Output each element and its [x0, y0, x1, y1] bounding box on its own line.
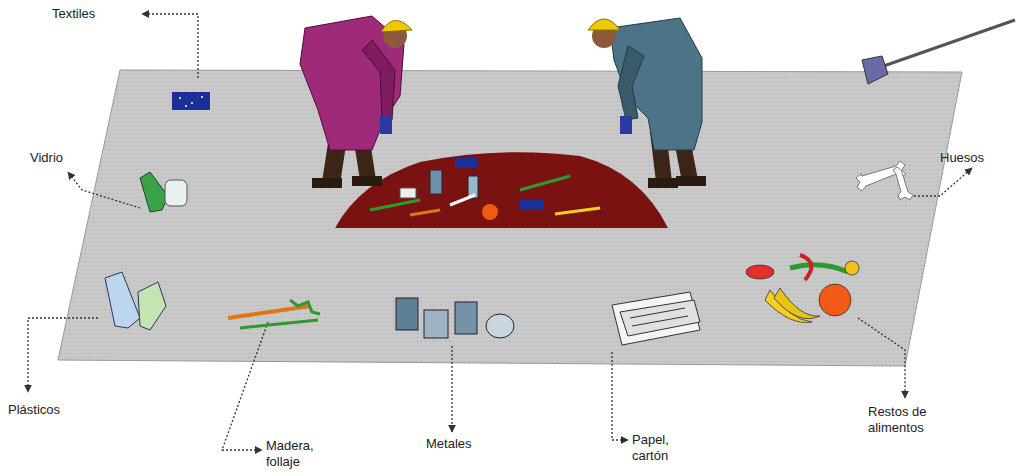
- food-item: [746, 255, 859, 323]
- plastic-item: [105, 272, 166, 330]
- material-label: Vidrio: [30, 150, 110, 166]
- material-label: Textiles: [52, 6, 142, 22]
- waste-pile: [335, 152, 668, 228]
- metal-item: [396, 298, 514, 338]
- paper-item: [612, 292, 700, 345]
- material-label: Metales: [426, 436, 506, 452]
- material-label: Madera, follaje: [266, 438, 326, 470]
- worker-figure: [588, 18, 706, 188]
- bone-item: [856, 161, 913, 200]
- textile-item: [172, 92, 210, 110]
- sorting-floor: [58, 70, 962, 366]
- material-label: Plásticos: [8, 402, 98, 418]
- textile-pattern: [179, 96, 203, 107]
- worker-figure: [300, 16, 412, 188]
- material-label: Restos de alimentos: [868, 404, 946, 436]
- shovel: [862, 20, 1015, 84]
- leader-lines: [28, 14, 972, 450]
- glass-item: [140, 172, 187, 212]
- wood-foliage-item: [228, 300, 320, 328]
- material-label: Papel, cartón: [632, 432, 682, 464]
- material-label: Huesos: [940, 150, 1020, 166]
